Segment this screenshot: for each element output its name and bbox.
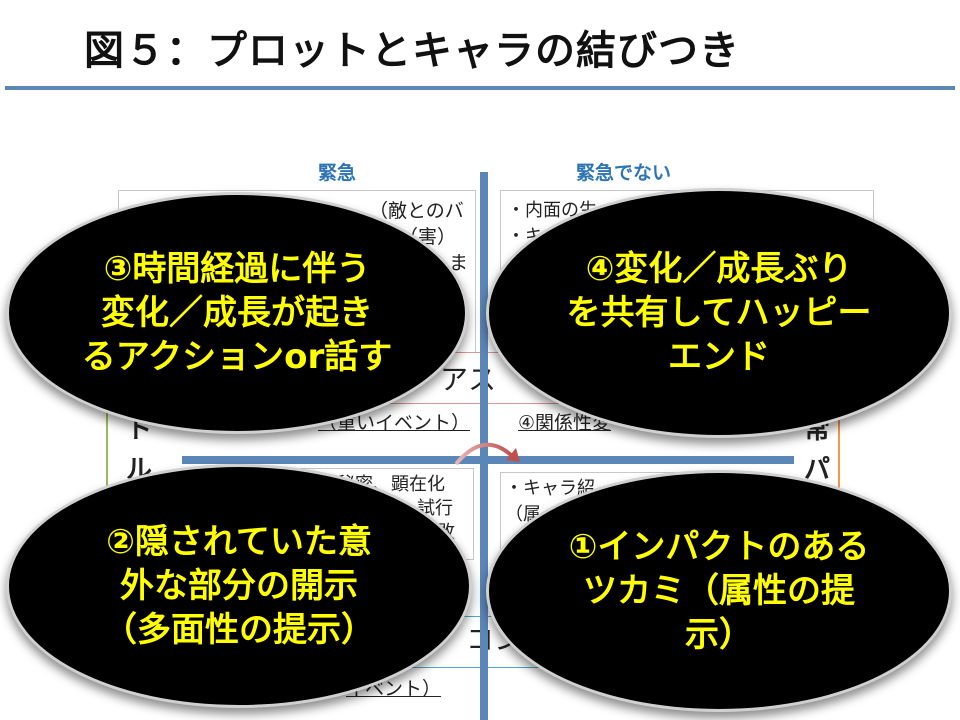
header-not-urgent: 緊急でない [576, 162, 672, 184]
bubble-q2: ②隠されていた意 外な部分の開示 （多面性の提示） [6, 464, 472, 708]
upper-right-label: ④関係性変 [518, 412, 612, 434]
bubble-q4: ④変化／成長ぶり を共有してハッピー エンド [486, 188, 952, 438]
header-urgent: 緊急 [318, 162, 357, 184]
title-divider [5, 86, 955, 90]
bubble-q1: ①インパクトのある ツカミ（属性の提 示） [486, 470, 952, 712]
bubble-q1-text: ①インパクトのある ツカミ（属性の提 示） [568, 527, 870, 655]
horizontal-axis [182, 456, 794, 464]
bubble-q4-text: ④変化／成長ぶり を共有してハッピー エンド [566, 249, 872, 377]
bubble-q2-text: ②隠されていた意 外な部分の開示 （多面性の提示） [103, 522, 375, 650]
page-title: 図５：プロットとキャラの結びつき [84, 28, 740, 74]
cycle-arrow-icon [454, 442, 520, 466]
q3-box-line-1: （敵とのバ [369, 200, 464, 222]
upper-left-label: （重いイベント） [318, 412, 471, 434]
bubble-q3: ③時間経過に伴う 変化／成長が起き るアクションor話す [6, 192, 468, 434]
q3-box-line-3: ま [449, 252, 469, 274]
bubble-q3-text: ③時間経過に伴う 変化／成長が起き るアクションor話す [81, 249, 393, 377]
q1-box-line-1: ・キャラ紹 [505, 478, 595, 499]
